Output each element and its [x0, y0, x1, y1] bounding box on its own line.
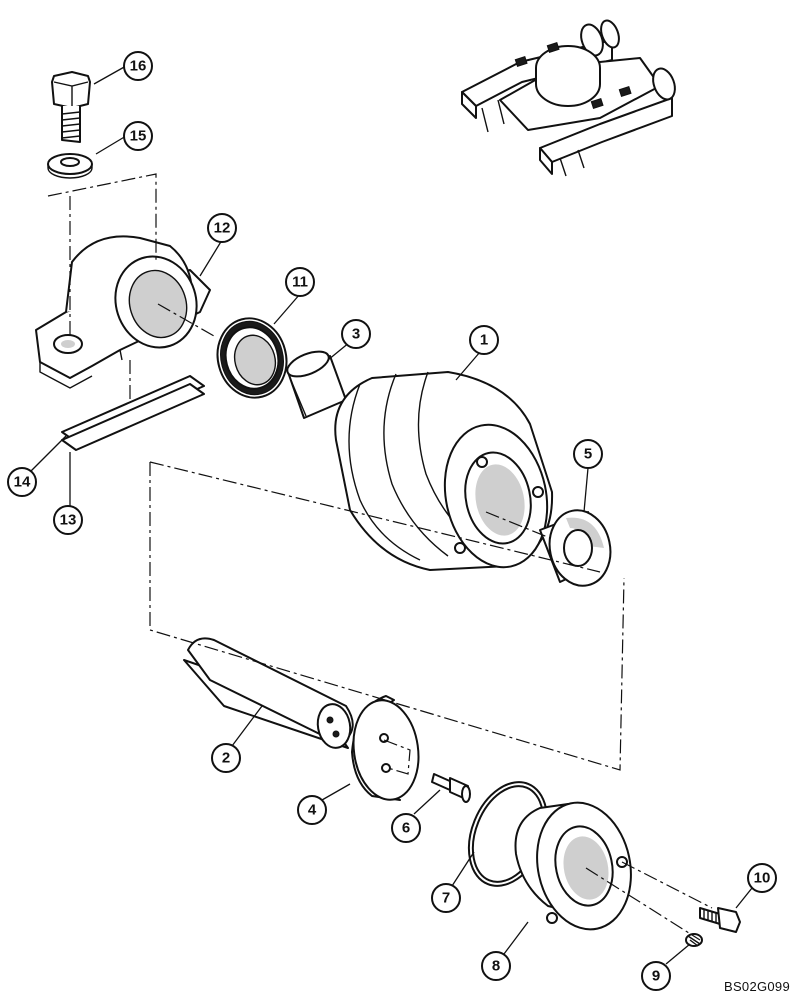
- callout-4: 4: [297, 795, 327, 825]
- callout-16: 16: [123, 51, 153, 81]
- bolt-part: [51, 71, 91, 143]
- callout-10: 10: [747, 863, 777, 893]
- svg-text:6: 6: [402, 820, 410, 837]
- roller-body-part: [334, 371, 554, 571]
- callout-13: 13: [53, 505, 83, 535]
- svg-text:15: 15: [130, 128, 147, 145]
- svg-text:3: 3: [352, 326, 360, 343]
- seal-part: [216, 317, 288, 399]
- svg-text:11: 11: [292, 274, 308, 291]
- plug-part: [685, 933, 703, 947]
- svg-text:1: 1: [480, 332, 488, 349]
- bushing-part: [286, 350, 347, 419]
- svg-text:7: 7: [442, 890, 450, 907]
- svg-text:8: 8: [492, 958, 500, 975]
- callout-8: 8: [481, 951, 511, 981]
- shims-part: [61, 375, 205, 451]
- end-collar-part: [514, 801, 632, 931]
- callout-14: 14: [7, 467, 37, 497]
- callout-5: 5: [573, 439, 603, 469]
- bracket-part: [35, 235, 211, 389]
- undercarriage-frame-inset: [461, 19, 676, 177]
- washer-part: [47, 153, 93, 179]
- svg-text:16: 16: [130, 58, 147, 75]
- svg-text:4: 4: [308, 802, 317, 819]
- callout-9: 9: [641, 961, 671, 991]
- callout-7: 7: [431, 883, 461, 913]
- callout-15: 15: [123, 121, 153, 151]
- svg-text:5: 5: [584, 446, 592, 463]
- svg-text:9: 9: [652, 968, 660, 985]
- svg-text:13: 13: [60, 512, 77, 529]
- svg-text:14: 14: [14, 474, 31, 491]
- svg-text:10: 10: [754, 870, 771, 887]
- shaft-part: [183, 637, 354, 749]
- callout-12: 12: [207, 213, 237, 243]
- collar-bolt-part: [699, 907, 741, 933]
- callout-11: 11: [285, 267, 315, 297]
- plate-bolt-part: [431, 773, 471, 803]
- callout-2: 2: [211, 743, 241, 773]
- svg-text:2: 2: [222, 750, 230, 767]
- callout-3: 3: [341, 319, 371, 349]
- drawing-reference-code: BS02G099: [723, 979, 790, 994]
- plate-part: [351, 695, 420, 801]
- callout-6: 6: [391, 813, 421, 843]
- callout-1: 1: [469, 325, 499, 355]
- thrust-washer-part: [539, 509, 612, 587]
- svg-text:12: 12: [214, 220, 231, 237]
- assembly-lines: [47, 173, 713, 941]
